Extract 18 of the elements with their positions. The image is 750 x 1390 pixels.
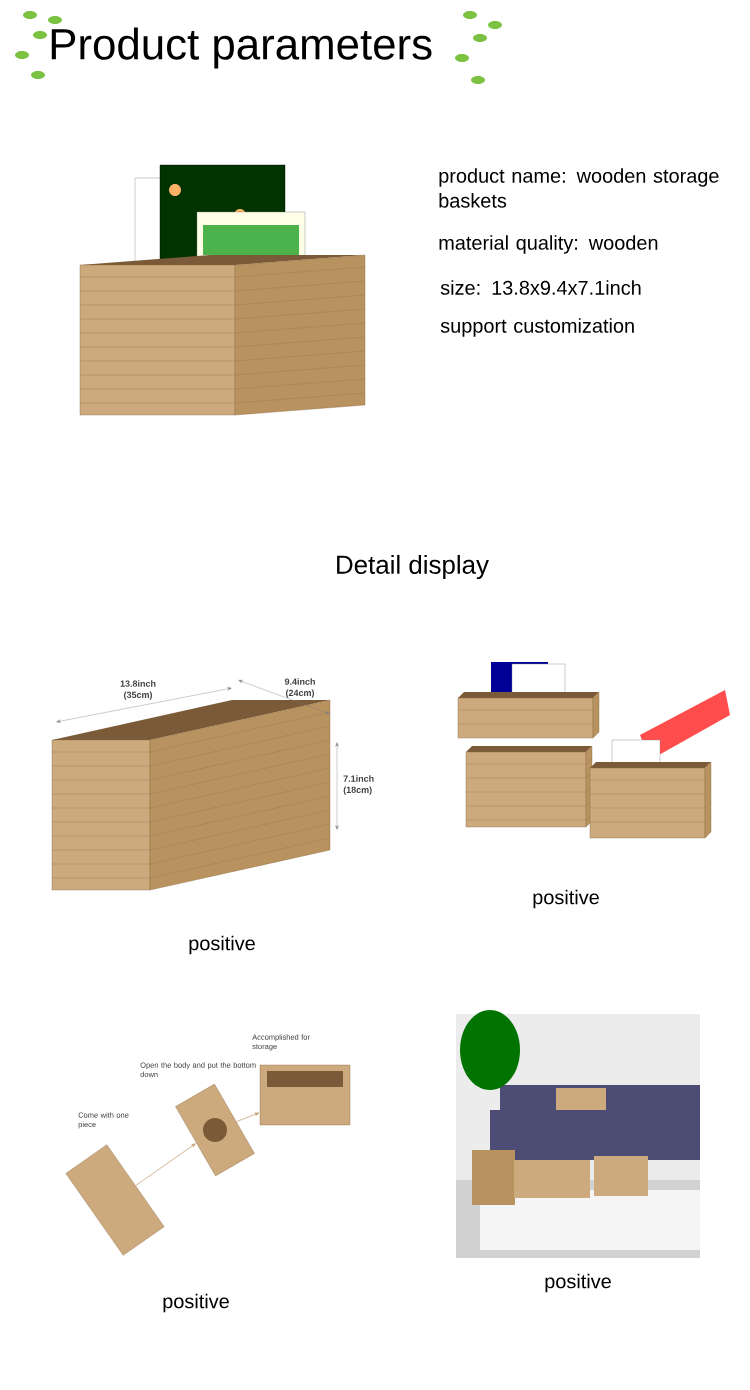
spec-text: product name: wooden storage baskets (439, 168, 719, 208)
arrow (135, 1143, 196, 1186)
spec-text: support customization (440, 318, 634, 337)
basket-picture (175, 1083, 255, 1177)
section-heading: Detail display (337, 554, 489, 580)
caption: positive (545, 1273, 611, 1293)
caption: positive (189, 935, 255, 955)
dimension-label: 13.8inch (35cm) (120, 680, 156, 700)
spec-text: material quality: wooden (439, 235, 658, 254)
dimension-label: 9.4inch (24cm) (284, 678, 315, 698)
caption: positive (533, 889, 599, 909)
spec-text: size: 13.8x9.4x7.1inch (440, 280, 641, 295)
basket-picture (259, 1064, 351, 1126)
dimension-label: 7.1inch (18cm) (343, 775, 374, 795)
arrow (236, 1112, 260, 1123)
caption: positive (163, 1293, 229, 1313)
title: Product parameters (51, 27, 432, 69)
basket-picture (65, 1144, 165, 1256)
